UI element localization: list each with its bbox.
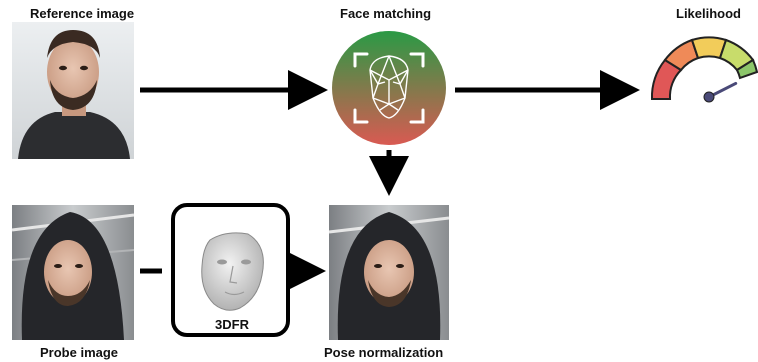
reference-image-label: Reference image [30, 6, 135, 21]
3d-face-model-icon [201, 232, 264, 311]
face-wireframe-icon [369, 55, 409, 119]
gauge-needle [703, 81, 738, 103]
pose-normalization-image [328, 205, 450, 340]
probe-image-label: Probe image [40, 345, 119, 360]
gauge-icon [650, 36, 758, 103]
likelihood-label: Likelihood [676, 6, 741, 21]
face-matching-label: Face matching [340, 6, 432, 21]
3dfr-model-box: 3DFR [171, 203, 290, 337]
face-matching-node [332, 31, 446, 145]
3dfr-label: 3DFR [215, 317, 250, 332]
face-scan-icon [353, 52, 425, 124]
pose-normalization-label: Pose normalization [324, 345, 444, 360]
probe-image [11, 205, 135, 340]
reference-image [12, 22, 134, 159]
flow-arrows [140, 70, 640, 291]
